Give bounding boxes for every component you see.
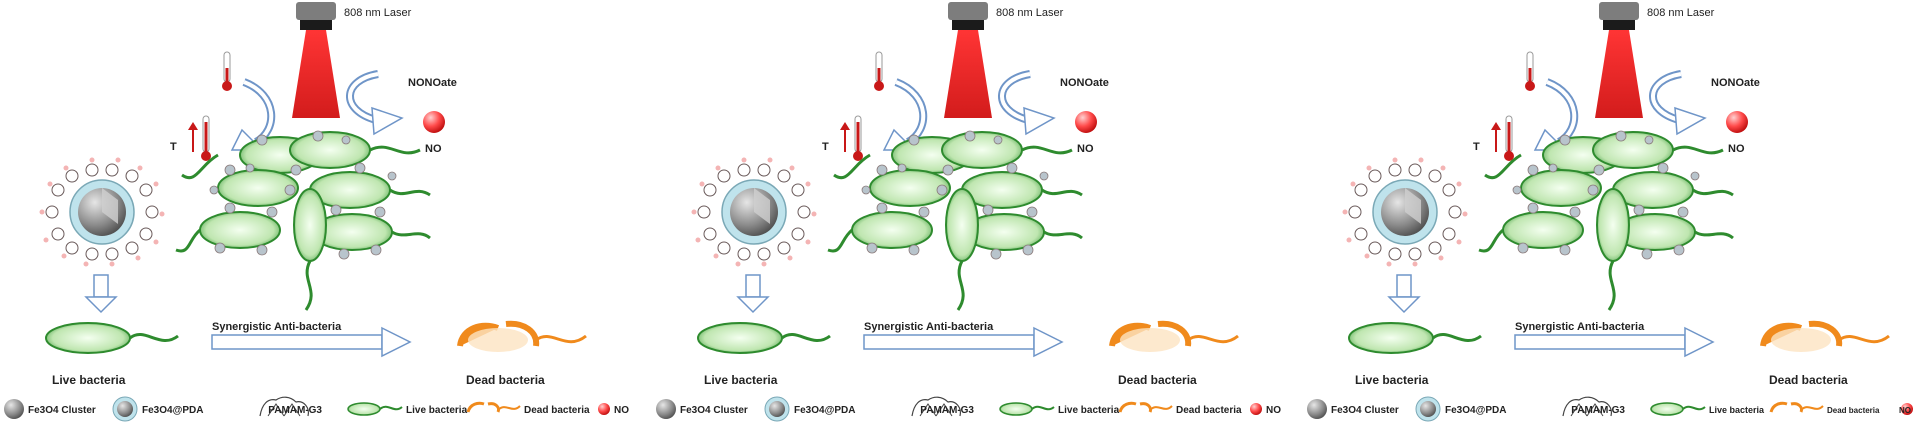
laser-label: 808 nm Laser (344, 7, 412, 19)
legend-fe3o4-cluster: Fe3O4 Cluster (28, 405, 96, 416)
legend-pamam-g3: PAMAM-G3 (1571, 405, 1625, 416)
legend-no: NO (614, 405, 629, 416)
laser-label: 808 nm Laser (996, 7, 1064, 19)
legend-dead-bacteria: Dead bacteria (1176, 405, 1242, 416)
laser-label: 808 nm Laser (1647, 7, 1715, 19)
panel-2-artwork (656, 2, 1262, 421)
dead-bacteria-label: Dead bacteria (1769, 373, 1848, 387)
process-label: Synergistic Anti-bacteria (212, 321, 342, 333)
panel-1-artwork (4, 2, 610, 421)
nonoate-label: NONOate (408, 77, 457, 89)
legend-dead-bacteria: Dead bacteria (524, 405, 590, 416)
temperature-label: T (822, 141, 829, 153)
panel-1: 808 nm Laser NONOate T NO Synergistic An… (4, 2, 629, 421)
panel-3: 808 nm Laser NONOate T NO Synergistic An… (1307, 2, 1913, 421)
legend-no: NO (1899, 406, 1911, 415)
legend-fe3o4-pda: Fe3O4@PDA (142, 405, 203, 416)
legend-pamam-g3: PAMAM-G3 (920, 405, 974, 416)
dead-bacteria-label: Dead bacteria (1118, 373, 1197, 387)
panel-2: 808 nm Laser NONOate T NO Synergistic An… (656, 2, 1281, 421)
temperature-label: T (170, 141, 177, 153)
dead-bacteria-label: Dead bacteria (466, 373, 545, 387)
temperature-label: T (1473, 141, 1480, 153)
legend-fe3o4-cluster: Fe3O4 Cluster (680, 405, 748, 416)
live-bacteria-label: Live bacteria (1355, 373, 1429, 387)
legend-live-bacteria: Live bacteria (1709, 405, 1765, 415)
legend-live-bacteria: Live bacteria (406, 405, 468, 416)
live-bacteria-label: Live bacteria (704, 373, 778, 387)
legend-fe3o4-pda: Fe3O4@PDA (1445, 405, 1506, 416)
nonoate-label: NONOate (1711, 77, 1760, 89)
legend-live-bacteria: Live bacteria (1058, 405, 1120, 416)
no-label: NO (425, 143, 442, 155)
legend-pamam-g3: PAMAM-G3 (268, 405, 322, 416)
no-label: NO (1077, 143, 1094, 155)
legend-fe3o4-cluster: Fe3O4 Cluster (1331, 405, 1399, 416)
process-label: Synergistic Anti-bacteria (1515, 321, 1645, 333)
legend-no: NO (1266, 405, 1281, 416)
legend-dead-bacteria: Dead bacteria (1827, 406, 1880, 415)
no-label: NO (1728, 143, 1745, 155)
legend-fe3o4-pda: Fe3O4@PDA (794, 405, 855, 416)
nonoate-label: NONOate (1060, 77, 1109, 89)
panel-3-artwork (1307, 2, 1913, 421)
process-label: Synergistic Anti-bacteria (864, 321, 994, 333)
live-bacteria-label: Live bacteria (52, 373, 126, 387)
